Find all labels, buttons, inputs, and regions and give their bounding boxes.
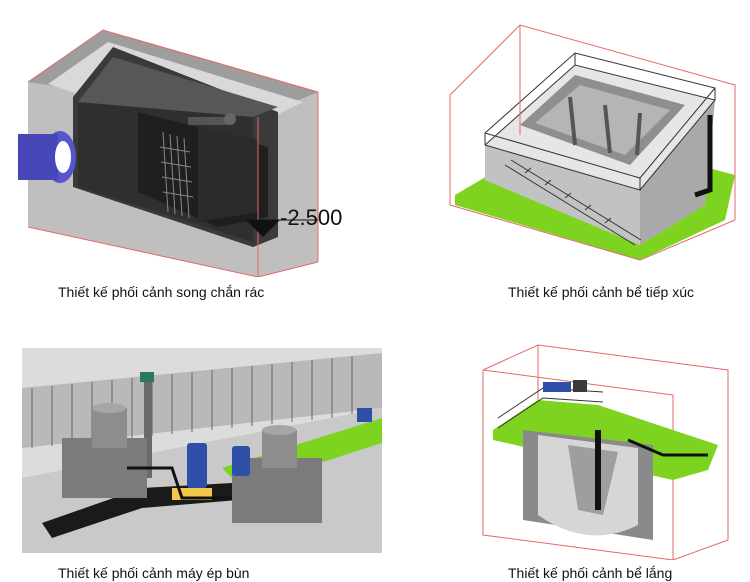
caption-settling-tank: Thiết kế phối cảnh bể lắng [508, 565, 673, 581]
render-sludge-press [22, 348, 382, 553]
caption-sludge-press: Thiết kế phối cảnh máy ép bùn [58, 565, 250, 581]
caption-contact-tank: Thiết kế phối cảnh bể tiếp xúc [508, 284, 695, 300]
sludge-press-drawing [22, 348, 382, 553]
render-settling-tank [478, 340, 730, 560]
render-contact-tank [445, 5, 745, 270]
render-bar-screen: -2.500 [18, 22, 358, 277]
bar-screen-drawing: -2.500 [18, 29, 342, 277]
contact-tank-drawing [449, 24, 736, 261]
settling-tank-drawing [482, 344, 729, 560]
elevation-label: -2.500 [280, 205, 342, 230]
caption-bar-screen: Thiết kế phối cảnh song chắn rác [58, 284, 265, 300]
